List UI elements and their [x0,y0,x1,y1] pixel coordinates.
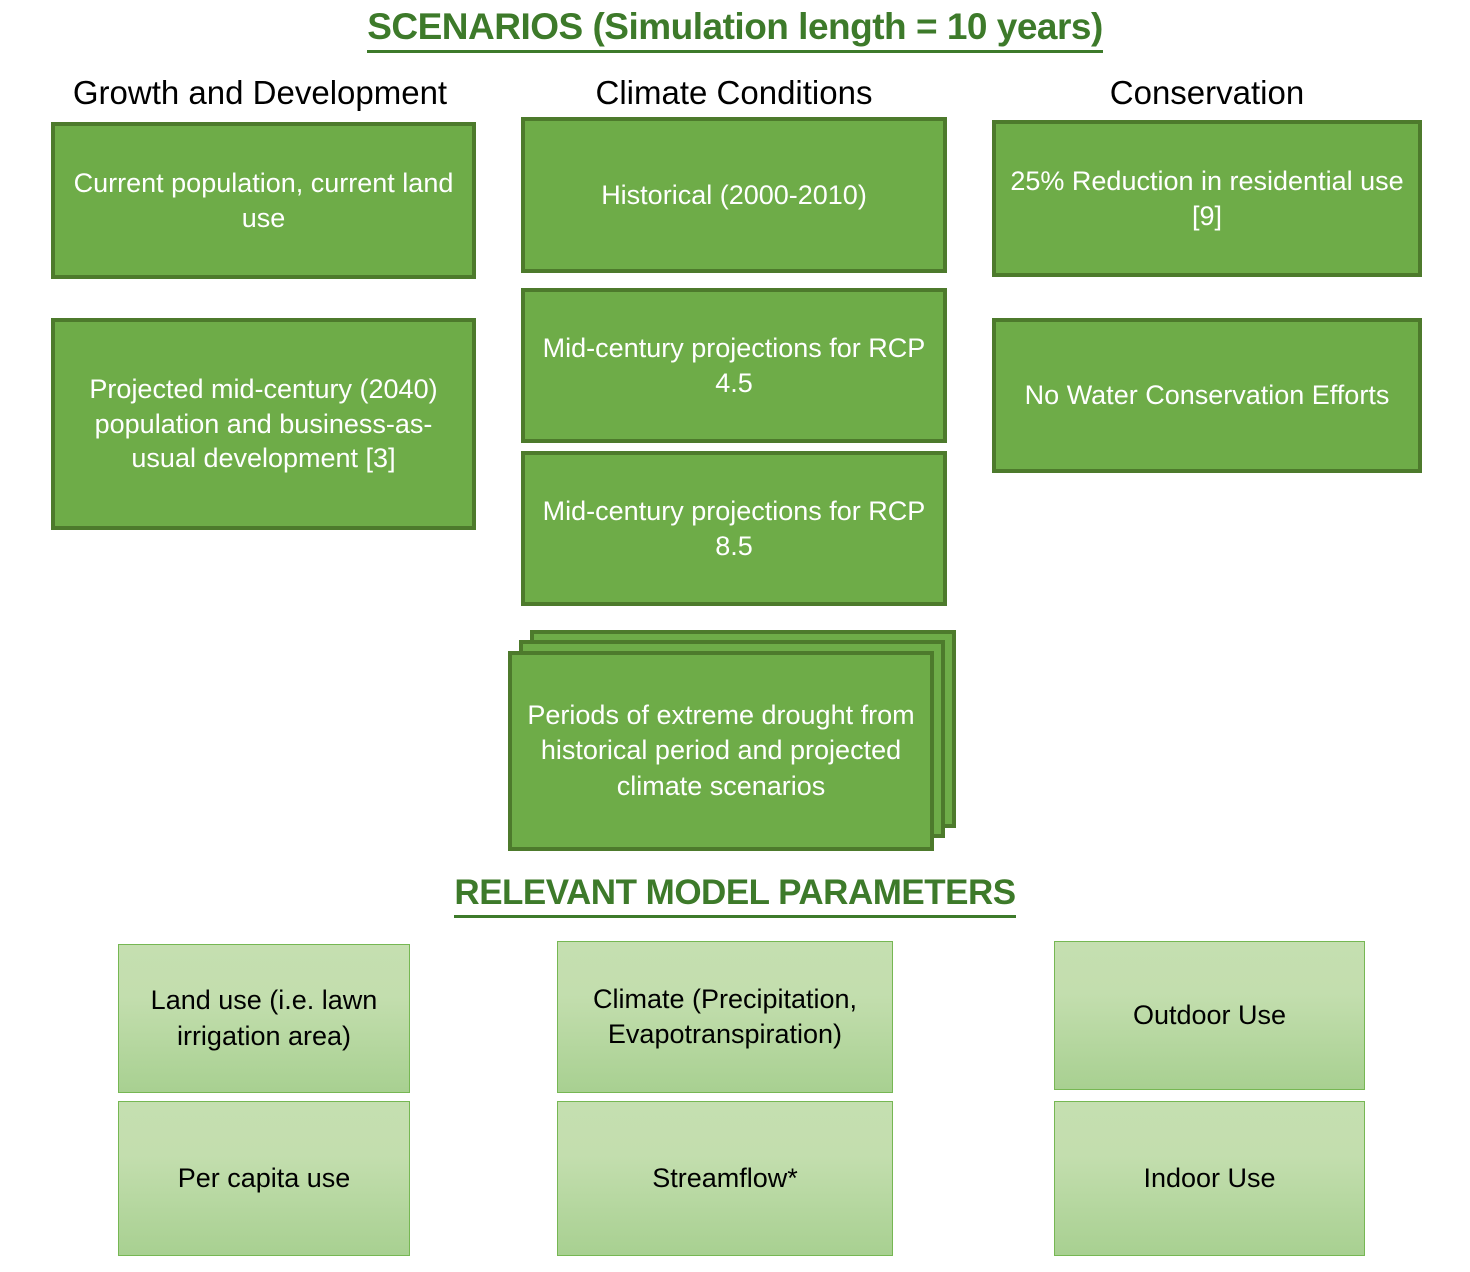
parameter-box-label: Indoor Use [1143,1162,1276,1193]
parameter-box-streamflow: Streamflow* [557,1101,893,1256]
scenario-box-current-population: Current population, current land use [51,122,476,279]
scenario-box-label: Projected mid-century (2040) population … [89,374,438,474]
parameters-section-title: RELEVANT MODEL PARAMETERS [0,873,1470,918]
scenario-box-label: Historical (2000-2010) [601,179,867,210]
scenario-box-no-water-conservation: No Water Conservation Efforts [992,318,1422,473]
scenarios-section-title: SCENARIOS (Simulation length = 10 years) [0,6,1470,53]
parameter-box-indoor-use: Indoor Use [1054,1101,1365,1256]
parameter-box-label: Climate (Precipitation, Evapotranspirati… [592,983,858,1049]
column-header-conservation: Conservation [1109,74,1305,111]
parameter-box-land-use: Land use (i.e. lawn irrigation area) [118,944,410,1093]
parameter-box-label: Per capita use [177,1162,351,1193]
scenario-box-label: Mid-century projections for RCP 8.5 [542,495,926,561]
scenario-box-label: No Water Conservation Efforts [1024,380,1390,411]
scenario-box-label: 25% Reduction in residential use [9] [1010,165,1404,231]
scenario-box-rcp-8-5: Mid-century projections for RCP 8.5 [521,451,947,606]
parameter-box-per-capita-use: Per capita use [118,1101,410,1256]
parameter-box-outdoor-use: Outdoor Use [1054,941,1365,1090]
parameters-section-title-text: RELEVANT MODEL PARAMETERS [454,873,1016,918]
parameter-box-label: Land use (i.e. lawn irrigation area) [150,985,378,1051]
scenario-stacked-box-extreme-drought: Periods of extreme drought from historic… [508,630,958,852]
stack-layer-front: Periods of extreme drought from historic… [508,651,934,851]
scenario-box-label: Periods of extreme drought from historic… [527,700,915,801]
scenario-box-projected-mid-century-population: Projected mid-century (2040) population … [51,318,476,530]
column-header-climate-conditions: Climate Conditions [595,74,873,111]
scenario-box-label: Current population, current land use [73,167,454,233]
parameter-box-label: Outdoor Use [1132,999,1287,1030]
scenario-box-label: Mid-century projections for RCP 4.5 [542,332,926,398]
parameter-box-climate: Climate (Precipitation, Evapotranspirati… [557,941,893,1093]
scenario-box-historical-2000-2010: Historical (2000-2010) [521,117,947,273]
scenario-box-rcp-4-5: Mid-century projections for RCP 4.5 [521,288,947,443]
scenario-box-25-percent-reduction: 25% Reduction in residential use [9] [992,120,1422,277]
column-header-growth-and-development: Growth and Development [72,74,448,111]
parameter-box-label: Streamflow* [652,1162,798,1193]
scenarios-section-title-text: SCENARIOS (Simulation length = 10 years) [367,6,1103,53]
